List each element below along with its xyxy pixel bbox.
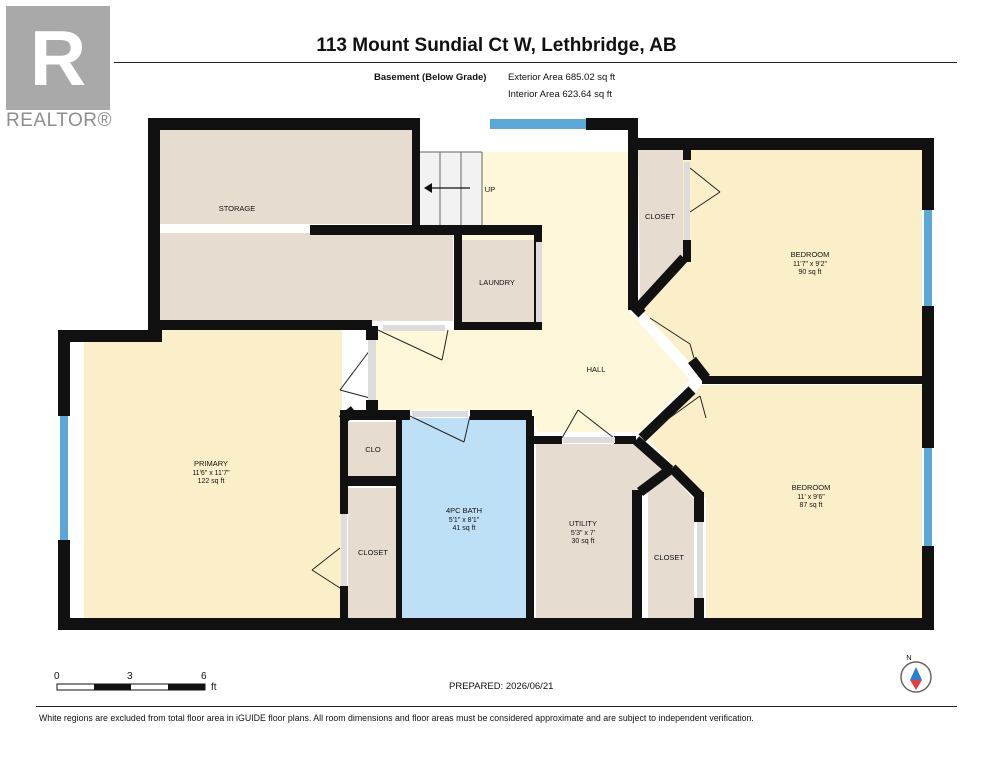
compass-north-label: N <box>906 653 911 662</box>
door-swings <box>311 167 721 589</box>
bedroom-top-area: 90 sq ft <box>799 269 822 276</box>
stair-arrow <box>424 183 470 193</box>
prepared-date: PREPARED: 2026/06/21 <box>449 681 554 692</box>
bath-dims: 5'1" x 8'1" <box>449 517 480 524</box>
storage-label: STORAGE <box>219 204 256 213</box>
closet-top-label: CLOSET <box>645 212 675 221</box>
closet-bottom-label: CLOSET <box>654 553 684 562</box>
realtor-logo: R <box>6 6 110 110</box>
angled-walls <box>338 254 710 500</box>
title-rule <box>114 62 957 63</box>
bath-label: 4PC BATH <box>446 506 482 515</box>
storage-lower <box>160 233 453 321</box>
closet-primary-room <box>348 488 400 618</box>
hall-label: HALL <box>587 365 606 374</box>
primary-room <box>84 330 342 618</box>
logo-letter: R <box>29 14 87 102</box>
bedroom-bottom-label: BEDROOM <box>792 483 831 492</box>
bedroom-top-dims: 11'7" x 9'2" <box>793 261 827 268</box>
logo-wordmark: REALTOR® <box>6 110 112 131</box>
footer-rule <box>36 706 957 707</box>
stairs-up-label: UP <box>485 185 495 194</box>
interior-area-text: Interior Area 623.64 sq ft <box>508 89 613 100</box>
scale-label-0: 0 <box>54 671 60 682</box>
storage-room <box>160 130 412 224</box>
bedroom-bottom-area: 87 sq ft <box>800 502 823 509</box>
clo-label: CLO <box>365 445 381 454</box>
door-openings <box>341 162 703 598</box>
floor-level-label: Basement (Below Grade) <box>374 72 487 83</box>
walls <box>58 118 934 630</box>
primary-dims: 11'6" x 11'7" <box>192 470 230 477</box>
clo-room <box>348 422 400 476</box>
bath-area: 41 sq ft <box>453 525 476 532</box>
utility-label: UTILITY <box>569 519 597 528</box>
exterior-area-text: Exterior Area 685.02 sq ft <box>508 72 616 83</box>
closet-bottom-room <box>648 474 694 618</box>
scale-bar <box>56 683 206 691</box>
scale-label-3: 3 <box>127 671 133 682</box>
laundry-label: LAUNDRY <box>479 278 515 287</box>
bedroom-bottom-dims: 11' x 9'6" <box>797 494 825 501</box>
laundry-room <box>462 240 534 326</box>
property-address-title: 113 Mount Sundial Ct W, Lethbridge, AB <box>316 35 677 56</box>
utility-area: 30 sq ft <box>572 538 595 545</box>
primary-area: 122 sq ft <box>198 478 225 485</box>
primary-label: PRIMARY <box>194 459 228 468</box>
primary-white-region <box>70 340 84 618</box>
closet-primary-label: CLOSET <box>358 548 388 557</box>
windows <box>60 119 932 546</box>
compass-icon <box>900 661 932 693</box>
bath-room <box>400 418 528 618</box>
bedroom-top-label: BEDROOM <box>791 250 830 259</box>
disclaimer-text: White regions are excluded from total fl… <box>39 713 754 723</box>
scale-unit: ft <box>211 682 217 693</box>
bedroom-bottom-room <box>648 385 922 618</box>
bedroom-top-room <box>640 148 922 376</box>
utility-room <box>536 444 662 618</box>
utility-dims: 5'3" x 7' <box>571 530 595 537</box>
scale-label-6: 6 <box>201 671 207 682</box>
